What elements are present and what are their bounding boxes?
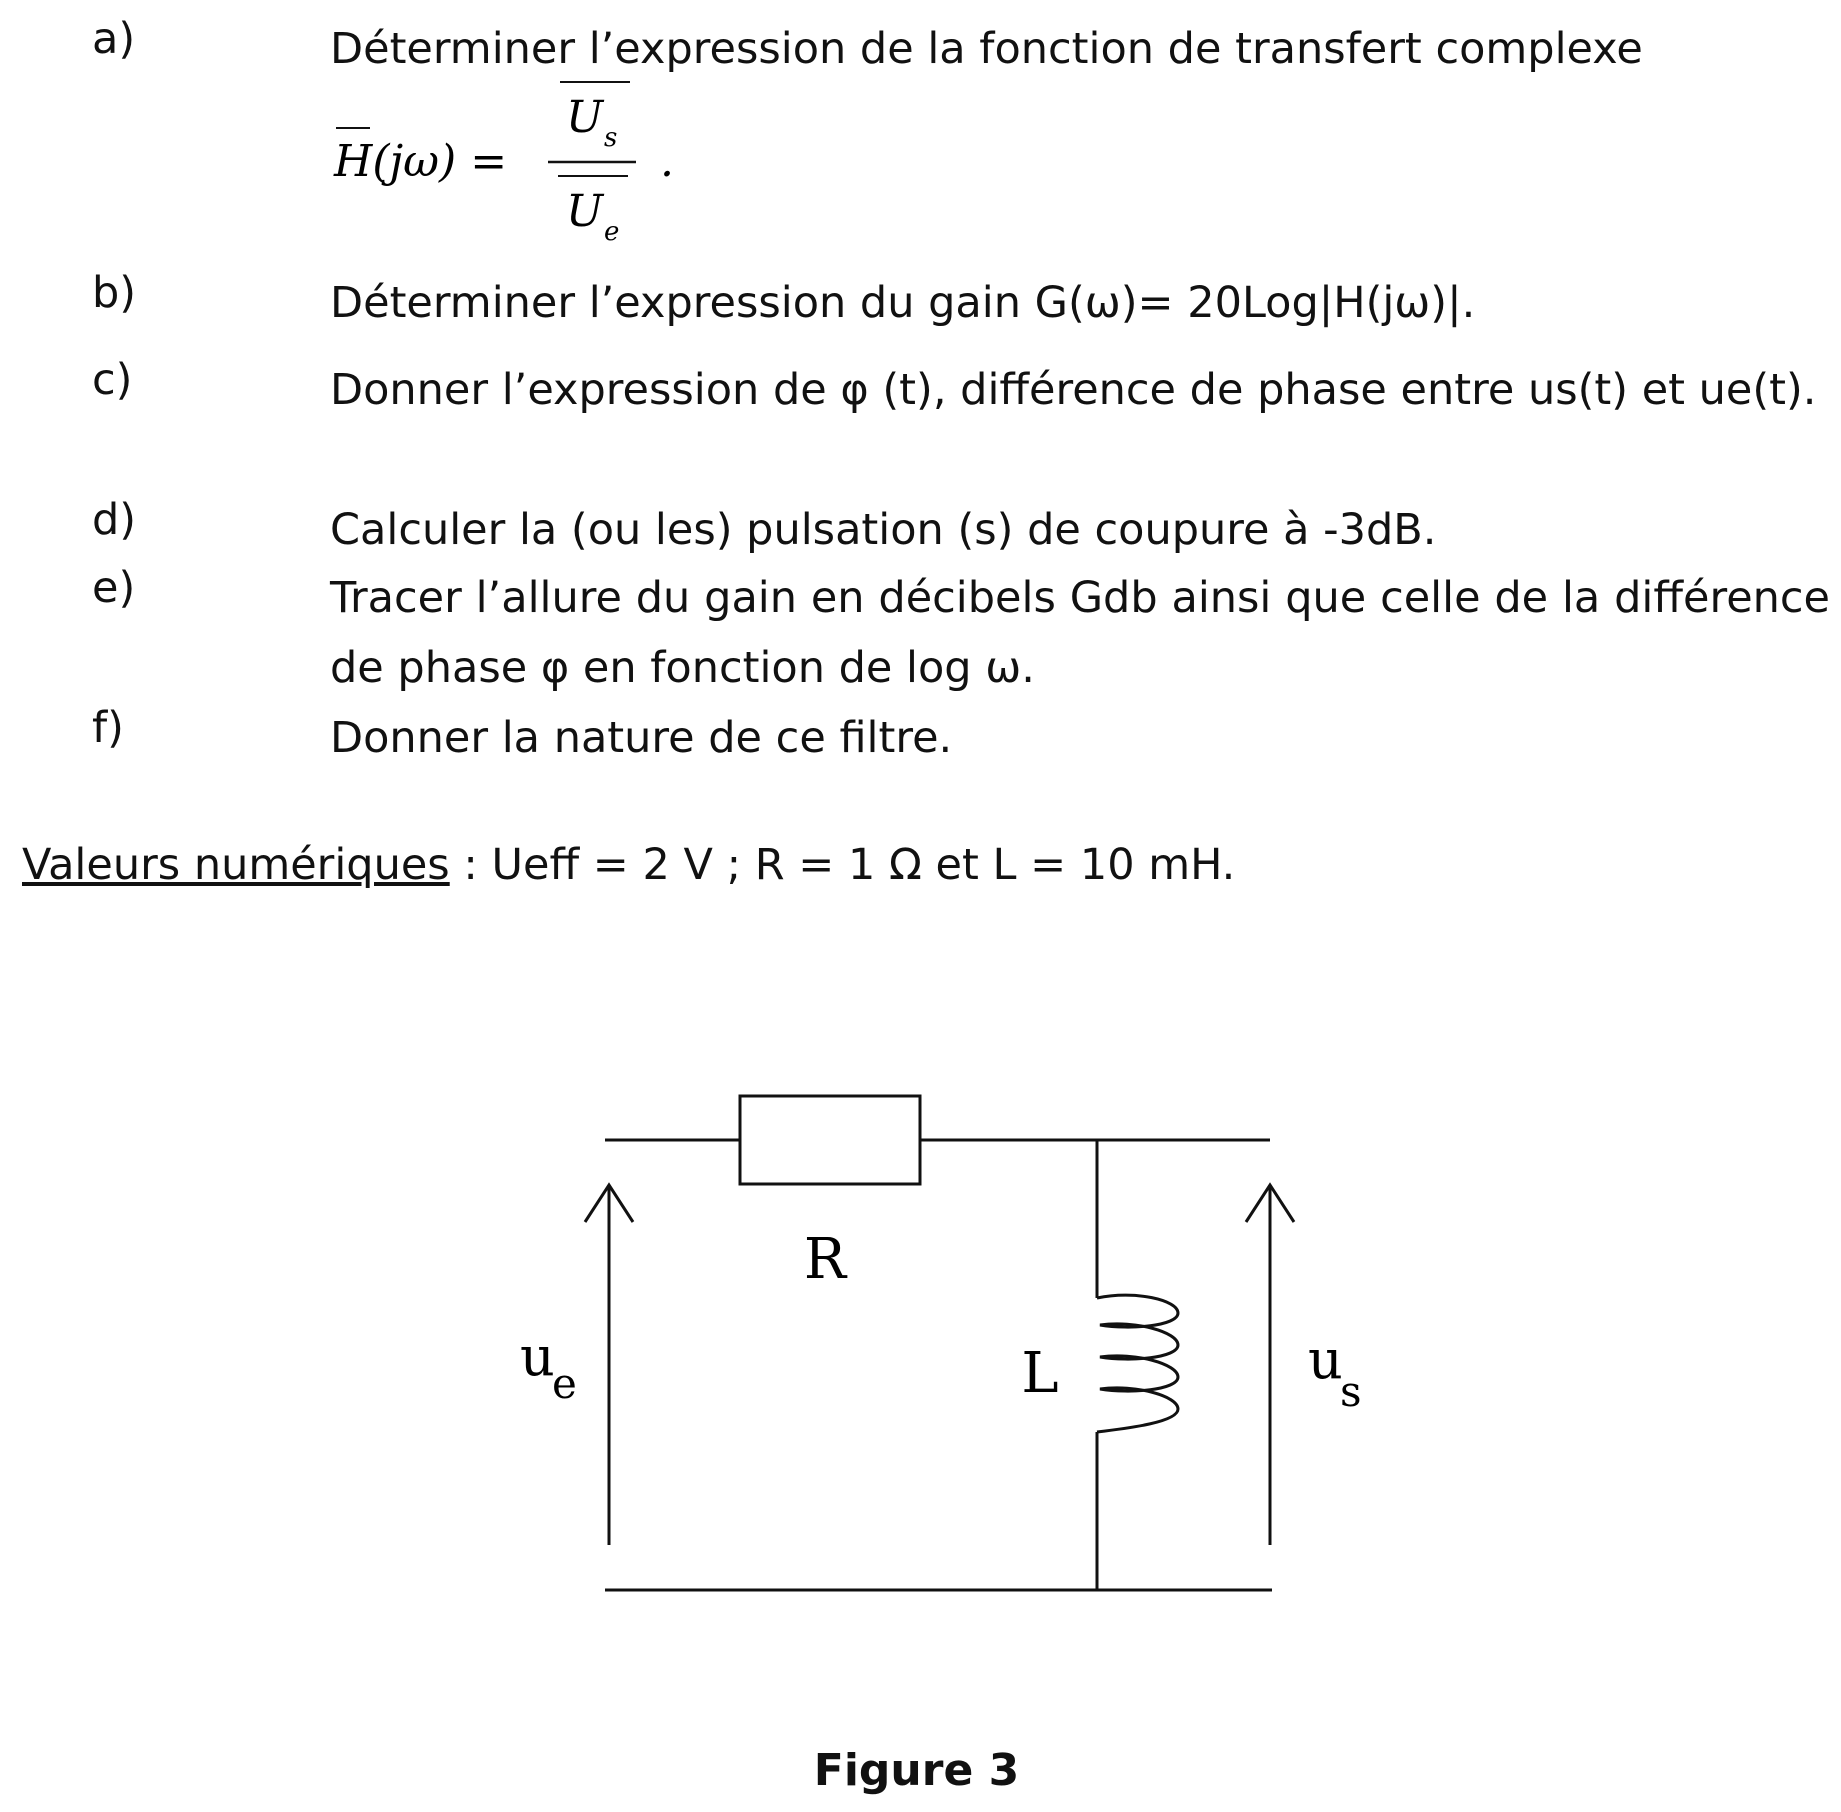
svg-text:s: s — [604, 123, 617, 153]
numerical-values-separator: : — [449, 840, 492, 890]
question-label: a) — [92, 14, 136, 64]
svg-text:H(jω) =: H(jω) = — [333, 136, 507, 187]
formula-period: . — [660, 136, 674, 187]
svg-text:e: e — [604, 217, 619, 247]
question-label: d) — [92, 495, 137, 545]
question-text: Déterminer l’expression du gain G(ω)= 20… — [330, 268, 1830, 338]
inductor-label: L — [1021, 1341, 1058, 1406]
numerical-values-text: Ueff = 2 V ; R = 1 Ω et L = 10 mH. — [491, 840, 1236, 890]
question-line: Déterminer l’expression du gain G(ω)= 20… — [330, 278, 1476, 328]
svg-text:U: U — [566, 92, 605, 143]
svg-text:e: e — [552, 1359, 577, 1408]
inductor-coil — [1096, 1293, 1180, 1434]
output-voltage-label: u s — [1308, 1328, 1362, 1416]
question-line: Déterminer l’expression de la fonction d… — [330, 24, 1643, 74]
question-line: Tracer l’allure du gain en décibels Gdb … — [330, 573, 1830, 693]
svg-text:s: s — [1340, 1367, 1362, 1416]
input-arrow-head — [583, 1182, 635, 1223]
svg-text:u: u — [520, 1325, 555, 1388]
formula-fraction: U s U e — [548, 81, 636, 247]
question-line: Donner l’expression de φ (t), différence… — [330, 365, 1817, 415]
svg-text:u: u — [1308, 1328, 1343, 1391]
question-label: b) — [92, 268, 137, 318]
resistor-symbol — [738, 1094, 922, 1186]
svg-text:U: U — [566, 186, 605, 237]
input-voltage-label: u e — [520, 1325, 577, 1408]
question-text: Tracer l’allure du gain en décibels Gdb … — [330, 563, 1830, 703]
question-label: f) — [92, 703, 124, 753]
rl-circuit-diagram: R L u e u s — [520, 1094, 1362, 1592]
question-text: Déterminer l’expression de la fonction d… — [330, 14, 1830, 84]
numerical-values: Valeurs numériques : Ueff = 2 V ; R = 1 … — [22, 840, 1822, 890]
question-label: c) — [92, 355, 133, 405]
question-text: Donner la nature de ce filtre. — [330, 703, 1830, 773]
question-line: Calculer la (ou les) pulsation (s) de co… — [330, 505, 1437, 555]
formula-lhs: H(jω) = — [333, 127, 507, 187]
question-line: Donner la nature de ce filtre. — [330, 713, 953, 763]
transfer-function-formula: H(jω) = U s U e . — [333, 81, 674, 247]
figure-caption: Figure 3 — [813, 1745, 1020, 1796]
question-label: e) — [92, 563, 136, 613]
numerical-values-title: Valeurs numériques — [22, 840, 450, 890]
output-arrow-head — [1244, 1182, 1296, 1223]
resistor-label: R — [804, 1227, 848, 1292]
question-text: Calculer la (ou les) pulsation (s) de co… — [330, 495, 1830, 565]
question-text: Donner l’expression de φ (t), différence… — [330, 355, 1830, 425]
